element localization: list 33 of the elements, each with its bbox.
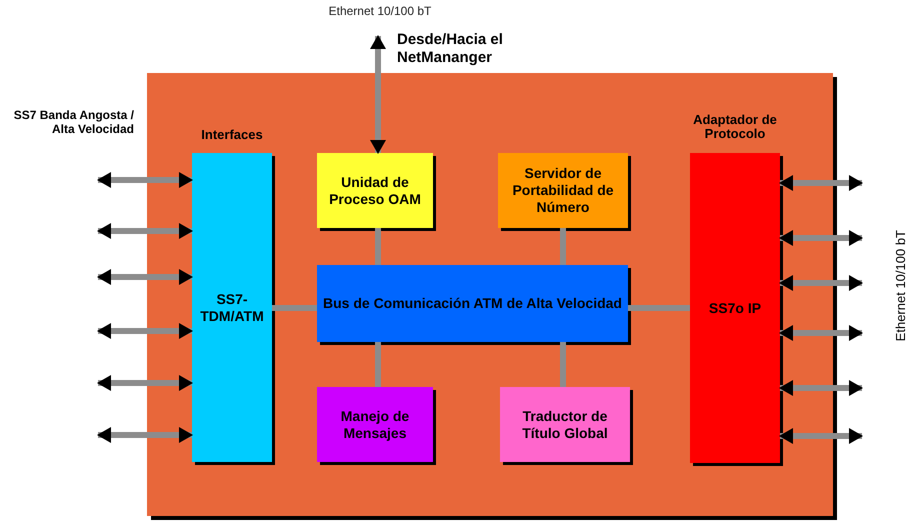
device-panel xyxy=(147,73,833,516)
signal-label: SS7 Banda Angosta / Alta Velocidad xyxy=(12,108,134,136)
double-arrow xyxy=(779,230,863,246)
double-arrow xyxy=(779,380,863,396)
port-label: Ethernet 10/100 bT xyxy=(328,4,432,18)
connector-line xyxy=(628,305,690,311)
connector-line xyxy=(560,342,566,387)
protocol-adapter-block: SS7o IP xyxy=(690,153,780,463)
double-arrow xyxy=(97,223,193,239)
connector-line xyxy=(375,342,381,387)
double-arrow xyxy=(97,427,193,443)
double-arrow xyxy=(97,269,193,285)
connector-line xyxy=(272,305,317,311)
translator-box: Traductor de Título Global xyxy=(500,387,630,462)
double-arrow xyxy=(97,323,193,339)
double-arrow xyxy=(779,428,863,444)
port-label: Ethernet 10/100 bT xyxy=(893,230,908,342)
interface-block: SS7-TDM/ATM xyxy=(192,153,272,462)
message-handling-box: Manejo de Mensajes xyxy=(317,387,433,462)
double-arrow xyxy=(97,375,193,391)
block-heading: Interfaces xyxy=(200,128,264,144)
processing-unit-box: Unidad de Proceso OAM xyxy=(317,153,433,228)
server-box: Servidor de Portabilidad de Número xyxy=(498,153,628,228)
block-heading: Adaptador de Protocolo xyxy=(692,113,778,143)
double-arrow xyxy=(779,175,863,191)
double-arrow xyxy=(779,275,863,291)
connector-line xyxy=(560,228,566,265)
double-arrow xyxy=(97,172,193,188)
double-arrow xyxy=(370,35,386,154)
double-arrow xyxy=(779,325,863,341)
connection-label: Desde/Hacia el NetMananger xyxy=(397,31,504,67)
bus-box: Bus de Comunicación ATM de Alta Velocidad xyxy=(317,265,628,342)
connector-line xyxy=(375,228,381,265)
